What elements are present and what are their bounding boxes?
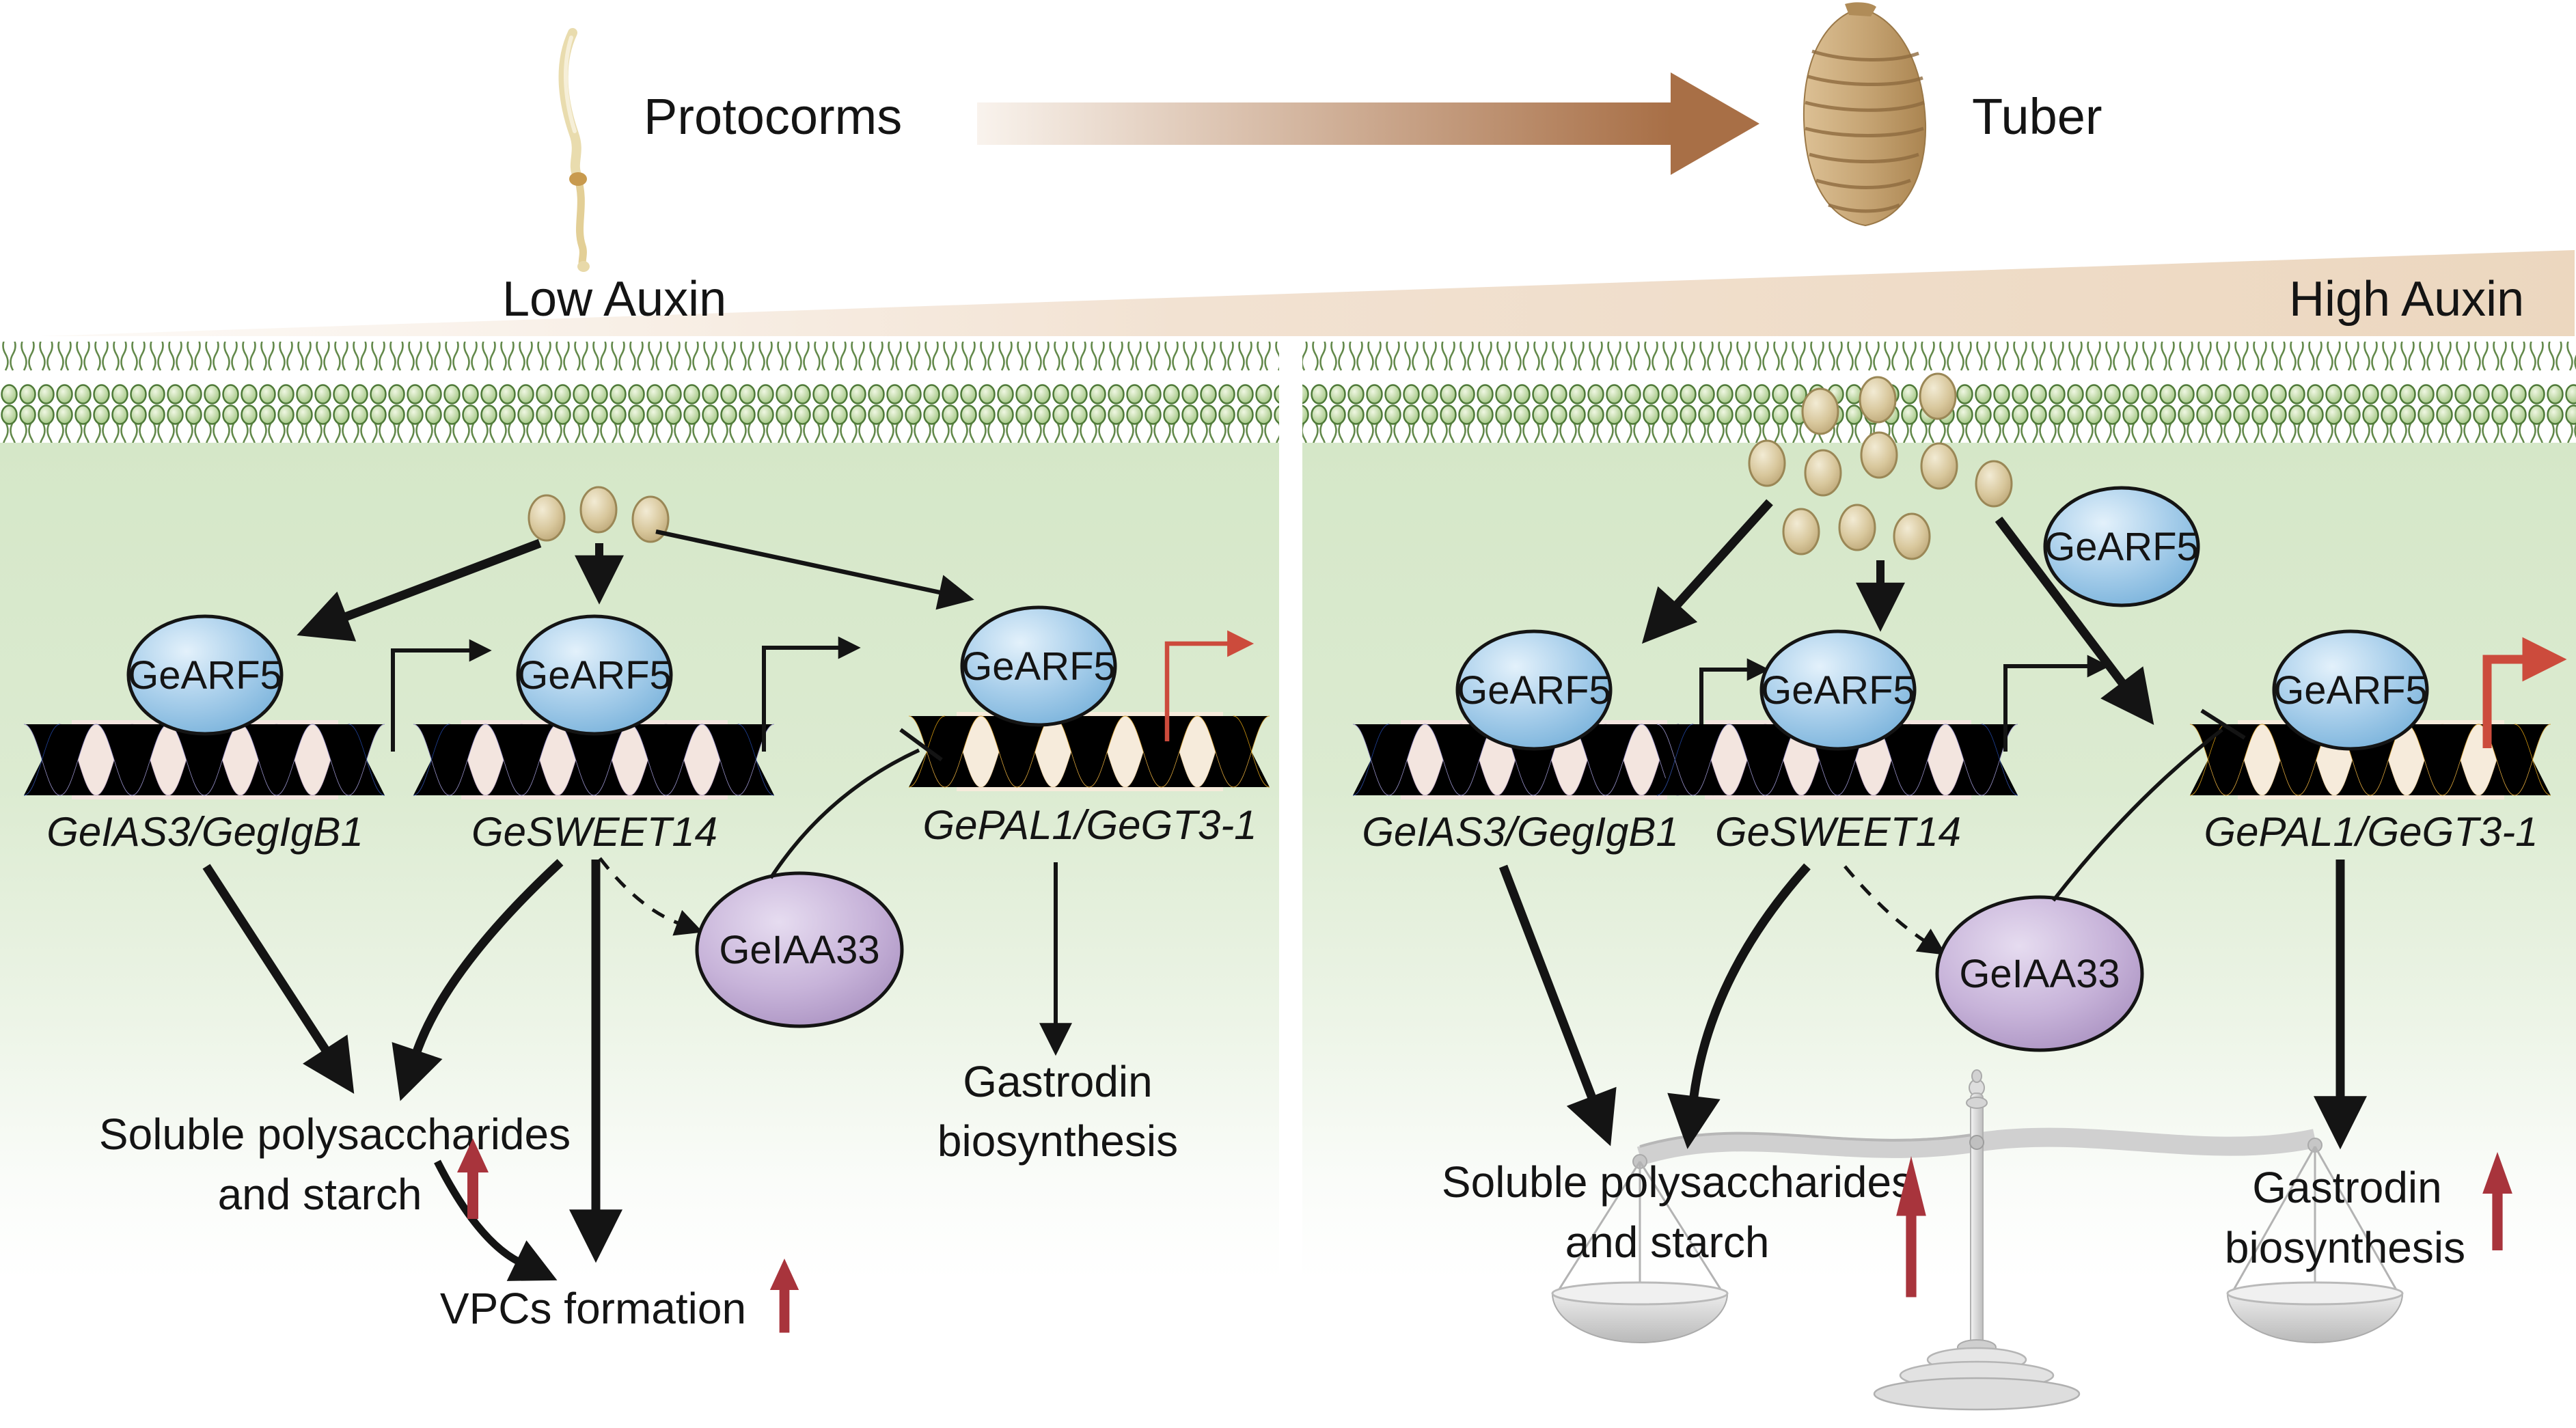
gearf5-ellipse-floating [2043, 486, 2200, 607]
balance-pole [1966, 1069, 1988, 1354]
auxin-arrow-left-diagonal [297, 538, 542, 642]
soluble-text-line2-left: and starch [218, 1170, 422, 1219]
dashed-induction-arrow-right [1844, 865, 1947, 955]
gearf5-ellipse [126, 614, 284, 736]
gearf5-label: GeARF5 [961, 644, 1116, 689]
gearf5-ellipse [960, 605, 1117, 727]
left-panel: GeARF5 GeIAS3/GegIgB1 GeARF5 GeSWEET14 G… [24, 486, 1270, 1333]
auxin-gradient-wedge [41, 250, 2575, 336]
auxin-dot [1804, 449, 1842, 497]
gearf5-label: GeARF5 [517, 653, 672, 698]
auxin-dot [527, 494, 566, 542]
promoter-arrow-1-left [391, 639, 492, 752]
gearf5-label: GeARF5 [1761, 668, 1915, 713]
dna-helix-gepal1-left [909, 716, 1270, 787]
balance-pan-left [1551, 1281, 1729, 1343]
gearf5-label: GeARF5 [128, 653, 282, 698]
auxin-dot [1893, 512, 1931, 560]
cell-left [0, 443, 1279, 1428]
auxin-dot [1801, 387, 1839, 435]
gastrodin-text-line2-right: biosynthesis [2225, 1223, 2465, 1272]
membrane-left [0, 342, 1279, 443]
promoter-arrow-2-right [2003, 655, 2110, 752]
promoter-arrow-red-left [1164, 630, 1255, 741]
arrow-geias3-to-soluble-right [1498, 864, 1617, 1146]
balance-strings [1555, 1146, 2400, 1294]
auxin-dot [1859, 376, 1897, 424]
auxin-dots-left [527, 486, 670, 543]
promoter-arrow-2-left [762, 636, 861, 752]
auxin-dots-right [1748, 372, 2013, 560]
gearf5-ellipse [516, 614, 673, 736]
low-auxin-label: Low Auxin [502, 272, 726, 327]
arrow-geias3-to-soluble [202, 864, 355, 1094]
high-auxin-label: High Auxin [2289, 272, 2524, 327]
gearf5-label: GeARF5 [2273, 668, 2428, 713]
inhibition-tbar-left [769, 728, 943, 879]
arrow-gesweet14-to-soluble-right [1667, 863, 1811, 1149]
protocorms-label: Protocorms [644, 88, 902, 145]
auxin-dot [1838, 504, 1876, 551]
auxin-dot [1782, 508, 1820, 555]
geiaa33-ellipse-right [1935, 895, 2144, 1052]
gastrodin-text-line2-left: biosynthesis [937, 1116, 1178, 1166]
gearf5-ellipse [1455, 629, 1613, 751]
geiaa33-label: GeIAA33 [719, 928, 879, 972]
inhibition-tbar-right [2051, 709, 2246, 902]
geiaa33-ellipse-left [695, 871, 904, 1028]
balance-pan-right [2226, 1281, 2404, 1343]
gastrodin-text-line1-left: Gastrodin [963, 1057, 1152, 1106]
geiaa33-label: GeIAA33 [1959, 952, 2120, 996]
auxin-dot [1975, 460, 2013, 508]
dashed-induction-arrow-left [599, 857, 703, 936]
auxin-arrow-left-thin [655, 529, 974, 610]
gene-label: GeIAS3/GegIgB1 [1362, 809, 1679, 855]
gene-label: GeSWEET14 [1715, 809, 1961, 855]
soluble-text-line2-right: and starch [1565, 1218, 1770, 1267]
balance-base [1873, 1339, 2081, 1411]
gene-label: GePAL1/GeGT3-1 [2204, 809, 2538, 855]
tuber-label: Tuber [1972, 88, 2102, 145]
gearf5-label: GeARF5 [1457, 668, 1611, 713]
auxin-dot [1920, 442, 1958, 490]
balance-scale [1551, 1069, 2404, 1411]
gene-label: GeIAS3/GegIgB1 [46, 809, 364, 855]
right-panel: GeARF5 GeARF5 GeIAS3/GegIgB1 GeARF5 GeSW… [1353, 372, 2567, 1297]
header: Protocorms Tuber [558, 2, 2102, 272]
auxin-dot [579, 486, 618, 534]
development-arrow [977, 72, 1759, 175]
tuber-photo [1803, 2, 1927, 227]
vpcs-text: VPCs formation [440, 1284, 746, 1333]
gearf5-ellipse [1759, 629, 1917, 751]
gastrodin-text-line1-right: Gastrodin [2252, 1163, 2441, 1212]
gene-label: GePAL1/GeGT3-1 [922, 802, 1257, 848]
auxin-dot [1860, 431, 1898, 479]
auxin-dot [1748, 439, 1786, 487]
auxin-dot [1919, 372, 1957, 420]
cell-right [1302, 443, 2576, 1428]
arrow-gesweet14-to-soluble [392, 859, 564, 1101]
auxin-arrow-right-diagonal-left [1641, 499, 1773, 644]
promoter-arrow-red-right [2482, 637, 2567, 748]
gearf5-label: GeARF5 [2044, 525, 2199, 569]
soluble-text-line1-right: Soluble polysaccharides [1442, 1157, 1913, 1207]
gene-label: GeSWEET14 [471, 809, 717, 855]
arrow-starch-to-vpcs [434, 1159, 558, 1281]
soluble-text-line1-left: Soluble polysaccharides [99, 1110, 571, 1159]
protocorm-photo [558, 28, 590, 272]
gearf5-ellipse [2272, 629, 2429, 751]
